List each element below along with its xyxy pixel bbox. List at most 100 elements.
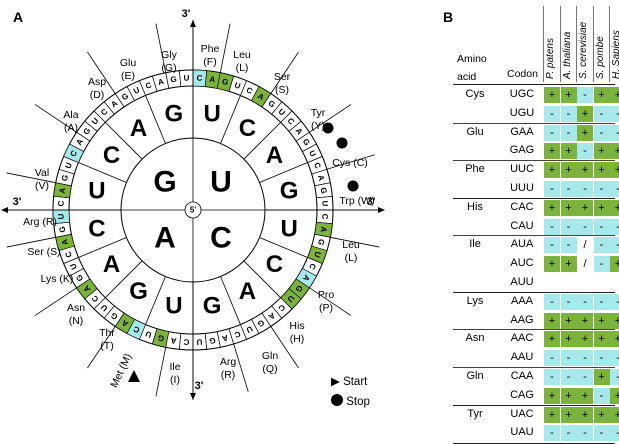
header-amino-acid: Amino acid	[457, 53, 487, 83]
usage-cell: -	[577, 350, 593, 367]
ring-base: A	[82, 283, 93, 293]
ring-base: U	[68, 262, 79, 271]
column-divider	[576, 6, 577, 82]
header-rule	[453, 84, 615, 85]
middle-base: U	[88, 177, 105, 204]
usage-cell: +	[593, 312, 610, 329]
amino-acid-label: Phe	[465, 163, 485, 176]
middle-base: C	[88, 216, 105, 243]
spoke	[78, 237, 127, 258]
species-header: S. cerevisiae	[578, 21, 589, 79]
spoke	[220, 95, 241, 144]
usage-cell: -	[544, 105, 560, 122]
middle-base: G	[129, 278, 148, 305]
spoke	[243, 260, 281, 298]
usage-cell: +	[610, 87, 619, 103]
ring-base: G	[109, 311, 119, 322]
aa-divider	[326, 154, 375, 170]
species-header: A. thaliana	[561, 31, 573, 79]
aa-divider	[6, 172, 56, 184]
usage-cell: -	[560, 237, 577, 254]
legend-stop-label: Stop	[346, 396, 370, 408]
middle-base: A	[130, 115, 147, 142]
codon-label: AAU	[510, 351, 534, 364]
spoke	[78, 162, 127, 183]
usage-cell: -	[593, 387, 610, 404]
usage-cell: +	[544, 312, 560, 329]
ring-base: U	[285, 293, 296, 303]
codon-label: UUC	[510, 163, 534, 176]
group-divider	[453, 367, 615, 368]
codon-label: UGC	[509, 88, 535, 100]
column-divider	[609, 6, 610, 82]
aa-divider	[219, 23, 231, 73]
aa-divider	[87, 326, 116, 369]
codon-label: UAU	[510, 426, 534, 439]
amino-acid-label: Leu(L)	[342, 239, 360, 264]
usage-cell: +	[577, 162, 593, 179]
middle-base: U	[165, 293, 182, 320]
amino-acid-label: Ile	[469, 238, 481, 251]
ring-base: C	[196, 74, 202, 83]
ring-base: U	[132, 85, 141, 96]
inner-base: G	[153, 166, 176, 199]
amino-acid-label: Arg (R)	[23, 216, 57, 228]
ring-base: U	[320, 200, 329, 206]
amino-acid-label: Val(V)	[35, 167, 49, 192]
ring-base: C	[233, 329, 242, 339]
amino-acid-label: Ser(S)	[274, 71, 291, 96]
middle-base: U	[280, 216, 297, 243]
amino-acid-label: Ser (S)	[27, 246, 60, 258]
ring-base: A	[157, 77, 165, 87]
inner-base: A	[154, 222, 176, 255]
end-label-right: 3'	[367, 196, 376, 208]
ring-base: C	[286, 116, 297, 126]
usage-cell: +	[560, 87, 577, 103]
aa-divider	[34, 104, 77, 133]
ring-base: G	[58, 226, 68, 233]
stop-marker	[322, 122, 334, 134]
usage-cell: -	[560, 181, 577, 197]
usage-cell: +	[610, 143, 619, 160]
aa-divider	[6, 236, 56, 248]
usage-cell: -	[544, 350, 560, 367]
usage-cell: +	[610, 199, 619, 216]
amino-acid-label: Trp (W)	[339, 195, 374, 207]
group-divider	[453, 160, 615, 162]
spoke	[220, 276, 241, 325]
usage-cell: +	[544, 143, 560, 160]
ring-base: A	[74, 137, 85, 147]
ring-base: U	[57, 213, 66, 219]
codon-label: AUA	[510, 238, 534, 251]
usage-cell	[544, 275, 560, 291]
ring-base: A	[58, 187, 68, 194]
usage-cell: -	[544, 425, 560, 442]
usage-cell: +	[593, 87, 610, 103]
ring-base: U	[90, 116, 101, 126]
usage-cell: -	[577, 218, 593, 235]
species-header: S. pombe	[594, 36, 606, 79]
end-label-top: 3'	[182, 8, 191, 20]
amino-acid-label: Ile(I)	[169, 361, 180, 386]
ring-base: U	[183, 74, 189, 83]
ring-base: A	[319, 226, 329, 233]
ring-base: U	[144, 329, 153, 339]
spoke	[105, 260, 143, 298]
ring-base: G	[120, 91, 130, 102]
amino-acid-label: Lys	[466, 294, 484, 307]
usage-cell: +	[593, 331, 610, 348]
usage-cell: /	[577, 256, 593, 273]
usage-cell: -	[560, 350, 577, 367]
usage-cell: +	[593, 199, 610, 216]
ring-base: C	[90, 293, 101, 303]
usage-cell: +	[544, 162, 560, 179]
usage-cell: -	[593, 105, 610, 122]
group-divider	[453, 122, 615, 124]
spoke	[105, 122, 143, 160]
usage-cell: +	[593, 143, 610, 160]
usage-cell: /	[577, 237, 593, 254]
center-circle	[184, 201, 202, 219]
amino-acid-label: Gln(Q)	[262, 350, 279, 375]
ring-base: G	[157, 333, 165, 343]
usage-cell	[560, 275, 577, 291]
